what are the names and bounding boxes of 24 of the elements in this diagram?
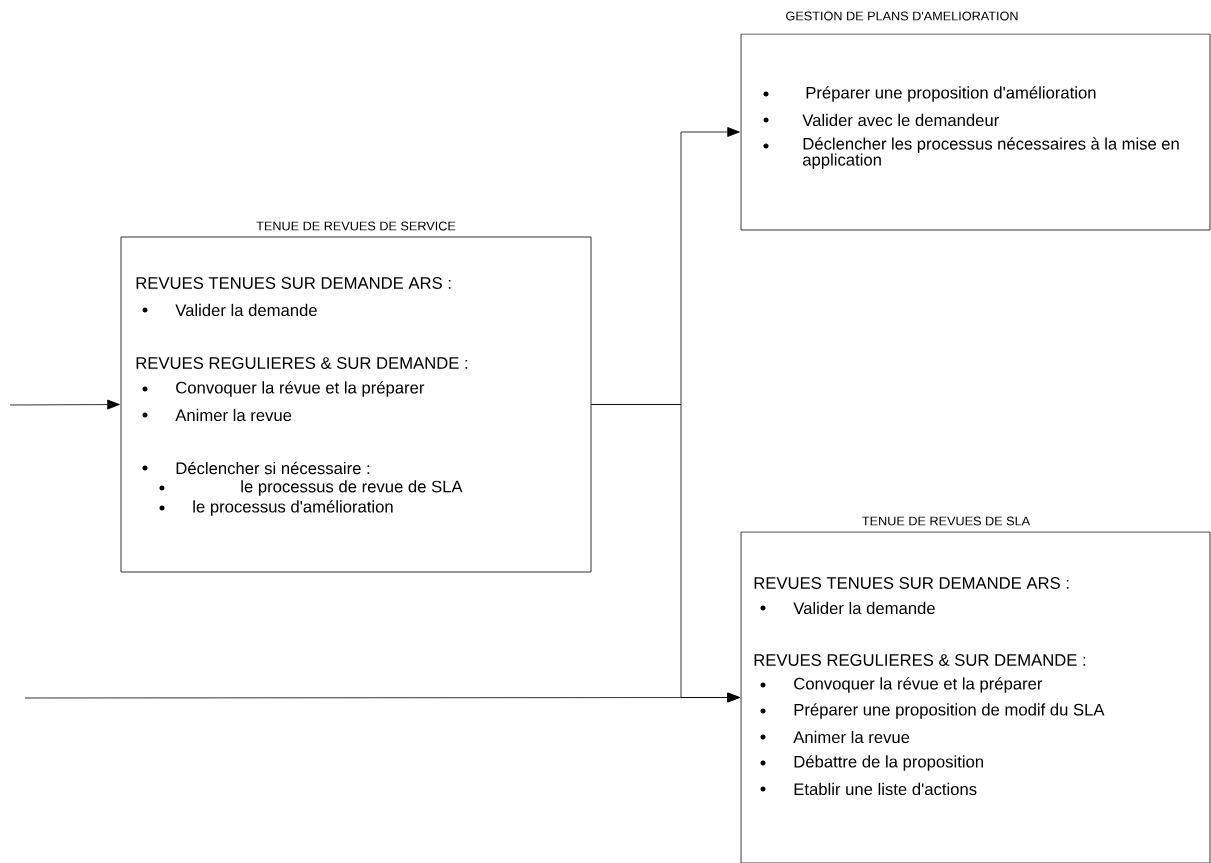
bullet-item: Préparer une proposition d'amélioration: [763, 86, 1096, 102]
section-heading: REVUES REGULIERES & SUR DEMANDE :: [136, 357, 468, 369]
box-heading: TENUE DE REVUES DE SERVICE: [256, 221, 456, 231]
bullet-item: Valider avec le demandeur: [763, 113, 999, 127]
bullet-item: Animer la revue: [142, 408, 292, 422]
section-heading: REVUES TENUES SUR DEMANDE ARS :: [754, 577, 1069, 589]
box-heading: GESTION DE PLANS D'AMELIORATION: [786, 11, 1018, 21]
section-heading: REVUES TENUES SUR DEMANDE ARS :: [136, 277, 451, 289]
bullet-item: Déclencher les processus nécessaires à la mise en application: [763, 137, 1179, 169]
bullet-item: Etablir une liste d'actions: [760, 782, 977, 796]
bullet-item: Préparer une proposition de modif du SLA: [760, 703, 1105, 719]
bullet-item: Valider la demande: [142, 303, 317, 317]
arrow: [9, 399, 120, 410]
bullet-item: Déclencher si nécessaire :: [142, 461, 370, 475]
bullet-item: le processus d'amélioration: [159, 500, 393, 516]
bullet-item: Débattre de la proposition: [760, 755, 983, 771]
bullet-item: Animer la revue: [760, 730, 910, 744]
section-heading: REVUES REGULIERES & SUR DEMANDE :: [754, 654, 1086, 666]
bullet-item: Convoquer la révue et la préparer: [142, 381, 425, 397]
box-heading: TENUE DE REVUES DE SLA: [862, 516, 1031, 526]
bullet-item: Convoquer la révue et la préparer: [760, 677, 1043, 693]
arrow: [24, 692, 740, 703]
bullet-item: Valider la demande: [760, 601, 935, 615]
bullet-item: le processus de revue de SLA: [159, 480, 463, 496]
